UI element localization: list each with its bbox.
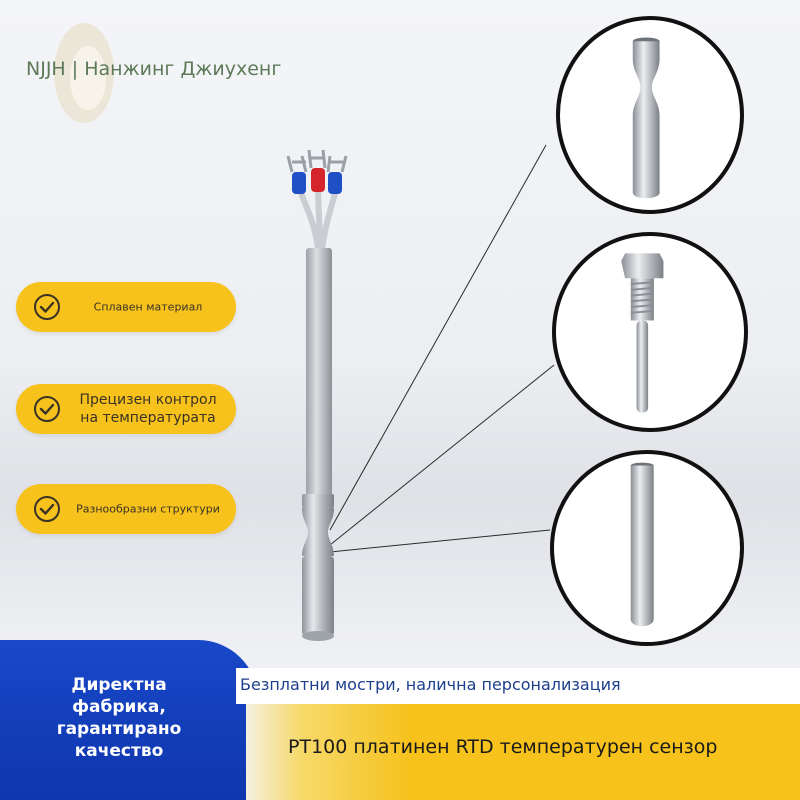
factory-quality-panel [0,640,258,800]
feature-diverse-structures: Разнообразни структури [16,484,236,534]
lead-wires [286,149,348,251]
factory-line-3: гарантирано [56,719,182,739]
grooved-probe-image [632,37,660,199]
product-title: PT100 платинен RTD температурен сензор [288,736,718,758]
probe-body [302,494,334,641]
feature-alloy-material: Сплавен материал [16,282,236,332]
feature-precise-control: Прецизен контрол на температурата [16,384,236,434]
detail-circle-threaded [552,232,748,432]
brand-name: NJJH | Нанжинг Джиухенг [26,58,282,80]
feature-label-line1: Прецизен контрол [79,392,217,408]
braided-sheath [306,248,332,496]
feature-label: Разнообразни структури [76,502,220,516]
detail-circle-grooved [556,16,744,214]
straight-probe-image [630,462,654,627]
brand-logo-mark [54,23,114,123]
factory-line-4: качество [74,741,164,761]
product-title-band [246,704,800,800]
check-circle-icon [34,496,60,522]
check-circle-icon [34,396,60,422]
feature-label: Прецизен контрол на температурата [70,391,226,427]
factory-quality-text: Директна фабрика, гарантирано качество [0,674,238,762]
feature-label-line2: на температурата [80,410,216,426]
threaded-probe-image [621,253,664,413]
factory-line-1: Директна [71,675,167,695]
leader-lines [329,144,555,553]
samples-band [236,668,800,704]
factory-line-2: фабрика, [72,697,166,717]
samples-text: Безплатни мостри, налична персонализация [240,675,621,694]
check-circle-icon [34,294,60,320]
detail-circle-straight [550,450,744,646]
feature-label: Сплавен материал [93,300,203,314]
